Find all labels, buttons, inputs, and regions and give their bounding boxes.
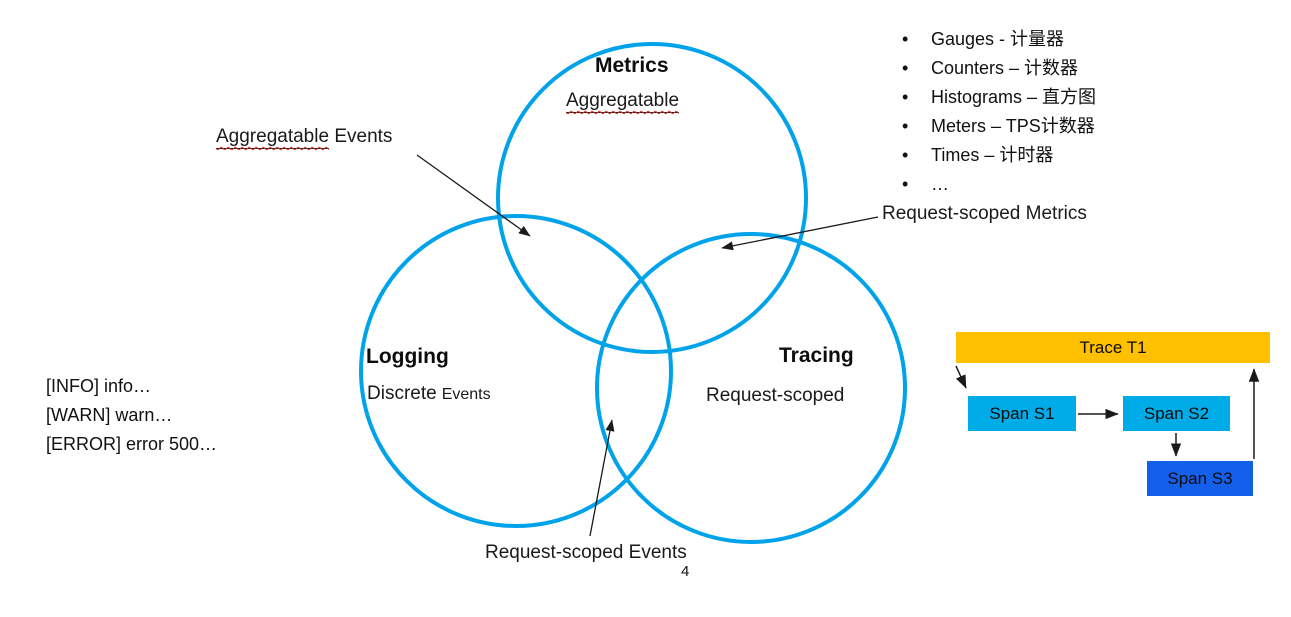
metric-type-item: Times – 计时器 [900, 141, 1096, 170]
metrics-subtitle-text: Aggregatable [566, 90, 680, 113]
metric-type-item: Gauges - 计量器 [900, 25, 1096, 54]
label-aggregatable-events-word2: Events [329, 126, 393, 147]
label-request-scoped-metrics: Request-scoped Metrics [882, 203, 1087, 224]
metric-type-item: Meters – TPS计数器 [900, 112, 1096, 141]
trace-t1-bar: Trace T1 [956, 332, 1270, 363]
page-number: 4 [681, 563, 690, 580]
span-s2-box: Span S2 [1123, 396, 1230, 431]
venn-circle-logging [359, 214, 673, 528]
metric-type-item: Counters – 计数器 [900, 54, 1096, 83]
metric-type-item: Histograms – 直方图 [900, 83, 1096, 112]
venn-circle-metrics [496, 42, 808, 354]
log-line-info: [INFO] info… [46, 376, 152, 396]
trace-t1-label: Trace T1 [1079, 337, 1147, 357]
span-s3-label: Span S3 [1167, 468, 1233, 488]
log-example-block: [INFO] info… [WARN] warn… [ERROR] error … [46, 372, 217, 459]
logging-title: Logging [366, 345, 449, 368]
span-s2-label: Span S2 [1143, 403, 1210, 423]
label-request-scoped-events: Request-scoped Events [485, 542, 687, 563]
tracing-subtitle: Request-scoped [706, 385, 845, 406]
logging-subtitle-main: Discrete [367, 383, 437, 404]
tracing-title: Tracing [779, 344, 854, 367]
label-aggregatable-events: Aggregatable Events [216, 126, 393, 149]
venn-circle-tracing [595, 232, 907, 544]
arrow-request-scoped-events [589, 419, 615, 537]
span-s1-label: Span S1 [989, 403, 1055, 423]
arrow-trace-to-span1 [955, 365, 967, 389]
metrics-title: Metrics [595, 54, 669, 77]
span-s1-box: Span S1 [968, 396, 1076, 431]
metrics-subtitle: Aggregatable [566, 90, 680, 113]
metric-types-list: Gauges - 计量器 Counters – 计数器 Histograms –… [900, 25, 1096, 199]
logging-subtitle-small: Events [441, 386, 491, 403]
log-line-error: [ERROR] error 500… [46, 434, 218, 454]
span-s3-box: Span S3 [1147, 461, 1253, 496]
arrow-request-scoped-metrics [721, 216, 879, 251]
log-line-warn: [WARN] warn… [46, 405, 173, 425]
metric-type-item: … [900, 170, 1096, 199]
label-aggregatable-events-word1: Aggregatable [216, 126, 330, 149]
arrow-aggregatable-events [416, 154, 531, 237]
